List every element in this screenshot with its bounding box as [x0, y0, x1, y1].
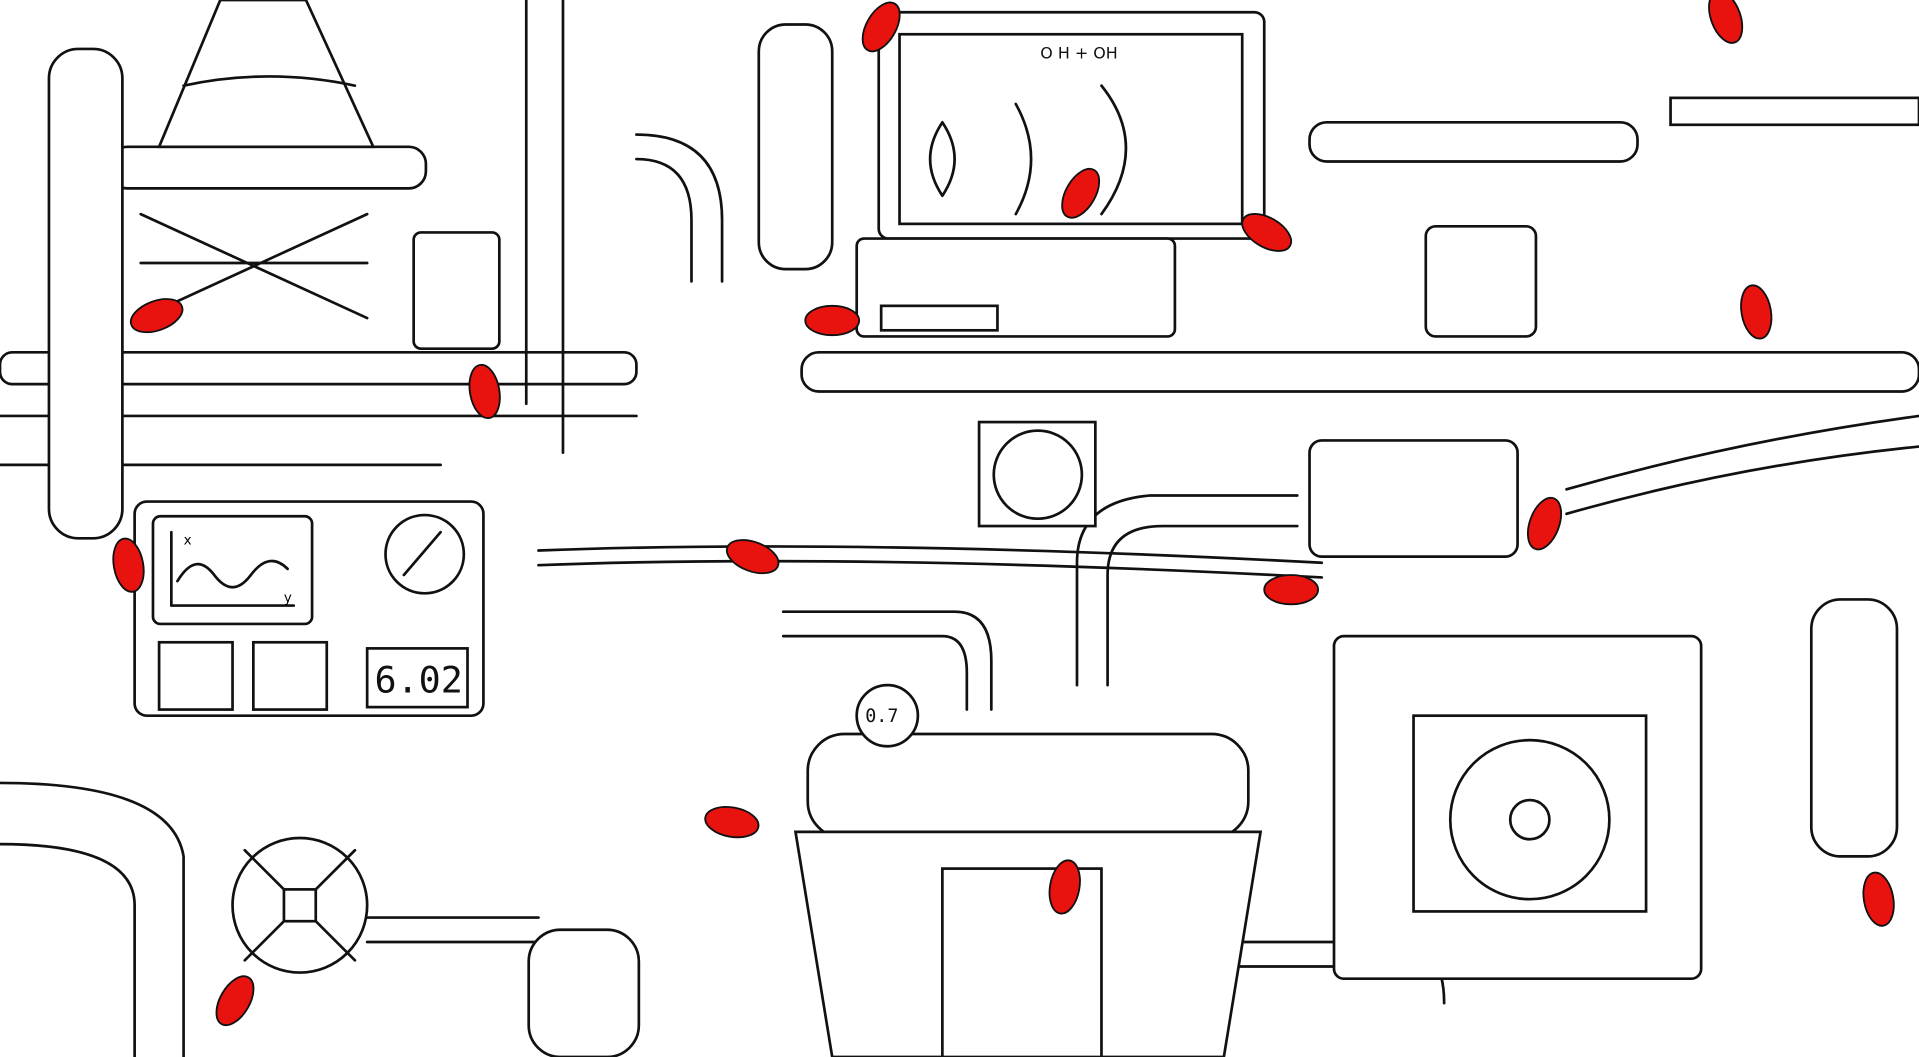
red-mouse[interactable] — [126, 293, 187, 339]
fan-unit — [977, 420, 1703, 981]
red-mouse[interactable] — [1521, 493, 1567, 554]
hidden-mice — [109, 0, 1897, 1031]
red-mouse[interactable] — [722, 534, 783, 580]
red-mouse[interactable] — [1046, 858, 1084, 916]
valve-wheel[interactable] — [231, 836, 369, 974]
red-mouse[interactable] — [109, 536, 147, 594]
red-mouse[interactable] — [1263, 574, 1320, 606]
red-mouse[interactable] — [703, 803, 761, 841]
central-tank: 0.7 — [793, 683, 1263, 1057]
gauge-box — [1308, 224, 1538, 558]
flask — [139, 0, 376, 320]
red-mouse[interactable] — [1703, 0, 1749, 47]
red-mouse[interactable] — [209, 970, 261, 1031]
mug — [412, 231, 501, 351]
chart-axis-x-label: x — [184, 533, 192, 548]
red-mouse[interactable] — [804, 304, 861, 337]
red-mouse[interactable] — [466, 362, 504, 420]
red-mouse[interactable] — [1859, 870, 1897, 928]
red-mouse[interactable] — [855, 0, 907, 58]
control-panel: x y 6.02 — [133, 500, 485, 718]
red-mouse[interactable] — [1737, 283, 1775, 341]
computer-monitor: O H + OH — [855, 10, 1266, 338]
coiled-hoses — [47, 23, 1899, 1057]
red-mouse[interactable] — [1054, 163, 1106, 224]
digital-display: 6.02 — [374, 658, 462, 701]
small-gauge-readout: 0.7 — [865, 706, 898, 727]
chart-axis-y-label: y — [284, 591, 292, 606]
red-mouse[interactable] — [1236, 206, 1297, 258]
screen-formula: O H + OH — [1040, 44, 1117, 63]
